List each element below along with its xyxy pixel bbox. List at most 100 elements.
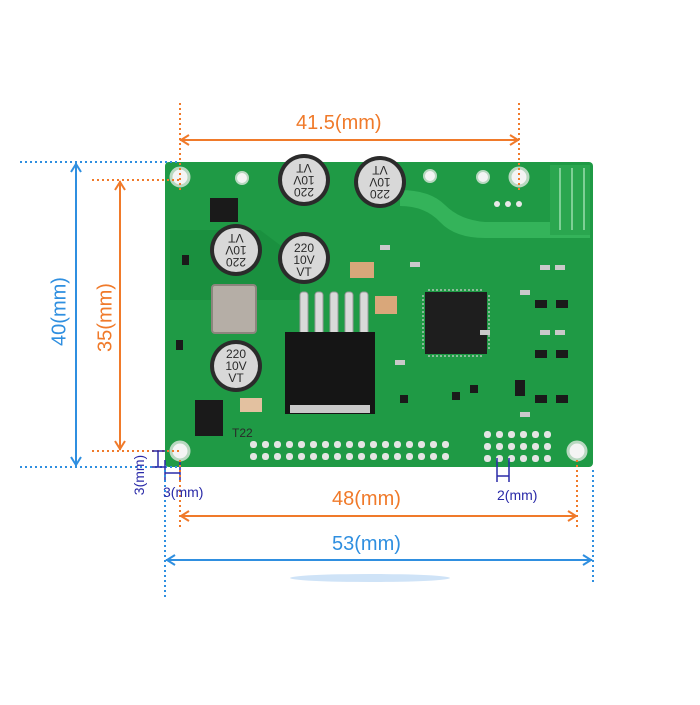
inductor bbox=[211, 284, 257, 334]
header-pin bbox=[544, 455, 551, 462]
mounting-hole bbox=[476, 170, 490, 184]
header-pin bbox=[370, 453, 377, 460]
header-pin bbox=[346, 453, 353, 460]
header-pin bbox=[394, 453, 401, 460]
dim-label-inner-height: 35(mm) bbox=[94, 283, 117, 352]
header-pin bbox=[484, 443, 491, 450]
header-pins-right bbox=[484, 431, 551, 462]
header-pin bbox=[322, 441, 329, 448]
dim-label-board-width: 53(mm) bbox=[332, 533, 401, 555]
smd-capacitor bbox=[350, 262, 374, 278]
arrow-head bbox=[179, 134, 190, 146]
dim-label-pin-pitch: 2(mm) bbox=[497, 487, 538, 503]
header-pin bbox=[286, 441, 293, 448]
dim-label-hole-spacing: 48(mm) bbox=[332, 488, 401, 510]
header-pin bbox=[274, 453, 281, 460]
header-pin bbox=[346, 441, 353, 448]
mounting-hole bbox=[423, 169, 437, 183]
mounting-hole bbox=[235, 171, 249, 185]
capacitor-brand: VT bbox=[296, 161, 312, 175]
arrow-head bbox=[582, 554, 593, 566]
smd-capacitor bbox=[240, 398, 262, 412]
header-pin bbox=[508, 443, 515, 450]
header-pins-left bbox=[250, 441, 449, 460]
pcb-substrate bbox=[165, 162, 593, 467]
capacitor-brand: VT bbox=[228, 231, 244, 245]
header-pin bbox=[394, 441, 401, 448]
header-pin bbox=[508, 431, 515, 438]
header-pin bbox=[382, 441, 389, 448]
header-pin bbox=[298, 453, 305, 460]
header-pin bbox=[520, 443, 527, 450]
capacitor-top bbox=[358, 160, 402, 204]
header-pin bbox=[418, 441, 425, 448]
capacitor-voltage: 10V bbox=[225, 359, 246, 373]
ic-chip bbox=[195, 400, 223, 436]
capacitor-top bbox=[282, 236, 326, 280]
header-pin bbox=[442, 453, 449, 460]
arrow-head bbox=[70, 456, 82, 467]
dim-label-outer-height: 40(mm) bbox=[48, 277, 71, 346]
header-pin bbox=[382, 453, 389, 460]
header-pin bbox=[484, 455, 491, 462]
header-pin bbox=[532, 443, 539, 450]
capacitor-voltage: 10V bbox=[293, 253, 314, 267]
capacitor-value: 220 bbox=[226, 347, 246, 361]
header-pin bbox=[334, 441, 341, 448]
capacitor-top bbox=[214, 344, 258, 388]
header-pin bbox=[430, 441, 437, 448]
antenna-trace bbox=[400, 190, 590, 238]
board-shadow bbox=[290, 574, 450, 582]
header-pin bbox=[370, 441, 377, 448]
arrow-head bbox=[509, 134, 520, 146]
capacitor-top bbox=[214, 228, 258, 272]
arrow-head bbox=[567, 510, 578, 522]
header-pin bbox=[262, 441, 269, 448]
smd-capacitor bbox=[375, 296, 397, 314]
mounting-hole bbox=[566, 440, 588, 462]
capacitor-1: 220 10V VT bbox=[278, 154, 330, 206]
header-pin bbox=[406, 453, 413, 460]
header-pin bbox=[310, 453, 317, 460]
header-pin bbox=[286, 453, 293, 460]
header-pin bbox=[334, 453, 341, 460]
capacitor-4: 220 10V VT bbox=[278, 232, 330, 284]
header-pin bbox=[250, 453, 257, 460]
capacitor-3: 220 10V VT bbox=[210, 224, 262, 276]
header-pin bbox=[430, 453, 437, 460]
capacitor-voltage: 10V bbox=[293, 173, 314, 187]
header-pin bbox=[520, 455, 527, 462]
arrow-head bbox=[114, 180, 126, 191]
capacitor-brand: VT bbox=[228, 371, 244, 385]
header-pin bbox=[358, 453, 365, 460]
capacitor-voltage: 10V bbox=[369, 175, 390, 189]
pad bbox=[494, 201, 500, 207]
amplifier-legs bbox=[299, 291, 369, 345]
arrow-head bbox=[70, 162, 82, 173]
header-pin bbox=[262, 453, 269, 460]
mcu-chip bbox=[425, 292, 487, 354]
header-pin bbox=[520, 431, 527, 438]
capacitor-voltage: 10V bbox=[225, 243, 246, 257]
silkscreen-label: T22 bbox=[232, 426, 253, 440]
capacitor-2: 220 10V VT bbox=[354, 156, 406, 208]
capacitor-brand: VT bbox=[372, 163, 388, 177]
capacitor-brand: VT bbox=[296, 265, 312, 279]
capacitor-value: 220 bbox=[226, 255, 246, 269]
header-pin bbox=[310, 441, 317, 448]
header-pin bbox=[496, 431, 503, 438]
arrow-head bbox=[165, 554, 176, 566]
capacitor-5: 220 10V VT bbox=[210, 340, 262, 392]
smd-resistors bbox=[380, 245, 565, 417]
header-pin bbox=[358, 441, 365, 448]
arrow-head bbox=[179, 510, 190, 522]
header-pin bbox=[496, 443, 503, 450]
header-pin bbox=[532, 455, 539, 462]
header-pin bbox=[544, 431, 551, 438]
header-pin bbox=[322, 453, 329, 460]
smd-components bbox=[176, 255, 568, 403]
dim-label-corner-vertical: 3(mm) bbox=[131, 454, 147, 496]
header-pin bbox=[544, 443, 551, 450]
header-pin bbox=[442, 441, 449, 448]
